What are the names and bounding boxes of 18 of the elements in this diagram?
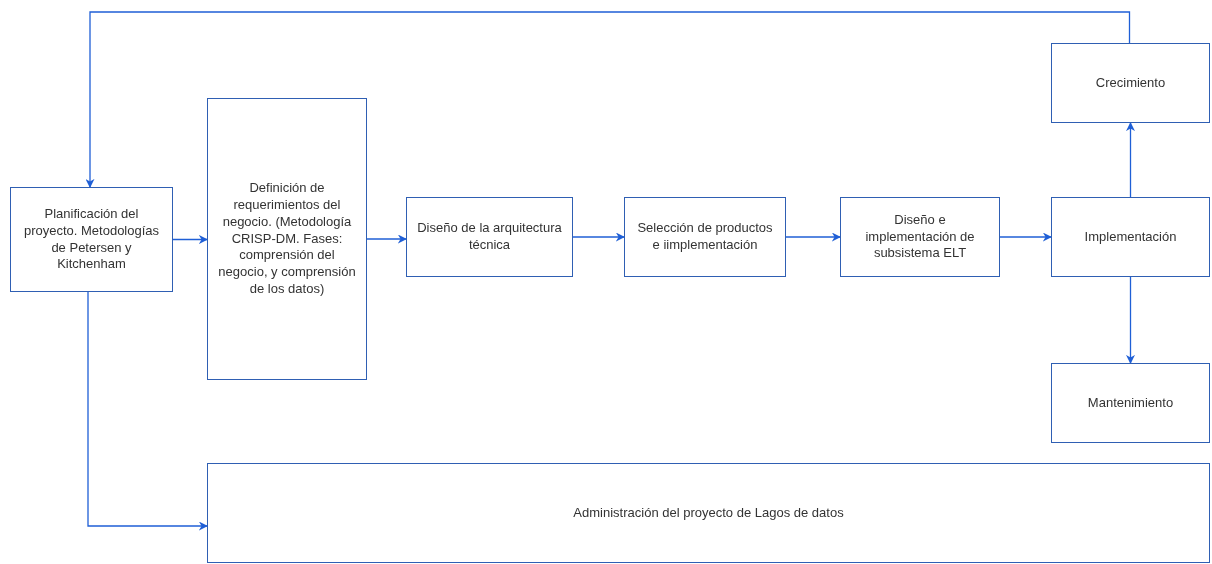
process-box: Definición de requerimientos del negocio. (Metodología CRISP-DM. Fases: comprensión del negocio, y comprensión de los datos) — [207, 98, 367, 380]
arrow — [85, 11, 1131, 188]
arrow — [1126, 276, 1135, 364]
process-box: Diseño de la arquitectura técnica — [406, 197, 573, 277]
arrow — [366, 234, 407, 244]
process-box: Selección de productos e iimplementación — [624, 197, 786, 277]
process-box: Administración del proyecto de Lagos de datos — [207, 463, 1210, 563]
process-box: Diseño e implementación de subsistema ELT — [840, 197, 1000, 277]
process-box: Crecimiento — [1051, 43, 1210, 123]
arrow — [87, 291, 208, 531]
arrow — [999, 232, 1052, 242]
process-box: Planificación del proyecto. Metodologías de Petersen y Kitchenham — [10, 187, 173, 292]
process-box: Implementación — [1051, 197, 1210, 277]
arrow — [572, 232, 625, 242]
arrow — [1126, 122, 1135, 198]
arrow — [785, 232, 841, 242]
process-box: Mantenimiento — [1051, 363, 1210, 443]
arrow — [172, 235, 208, 244]
